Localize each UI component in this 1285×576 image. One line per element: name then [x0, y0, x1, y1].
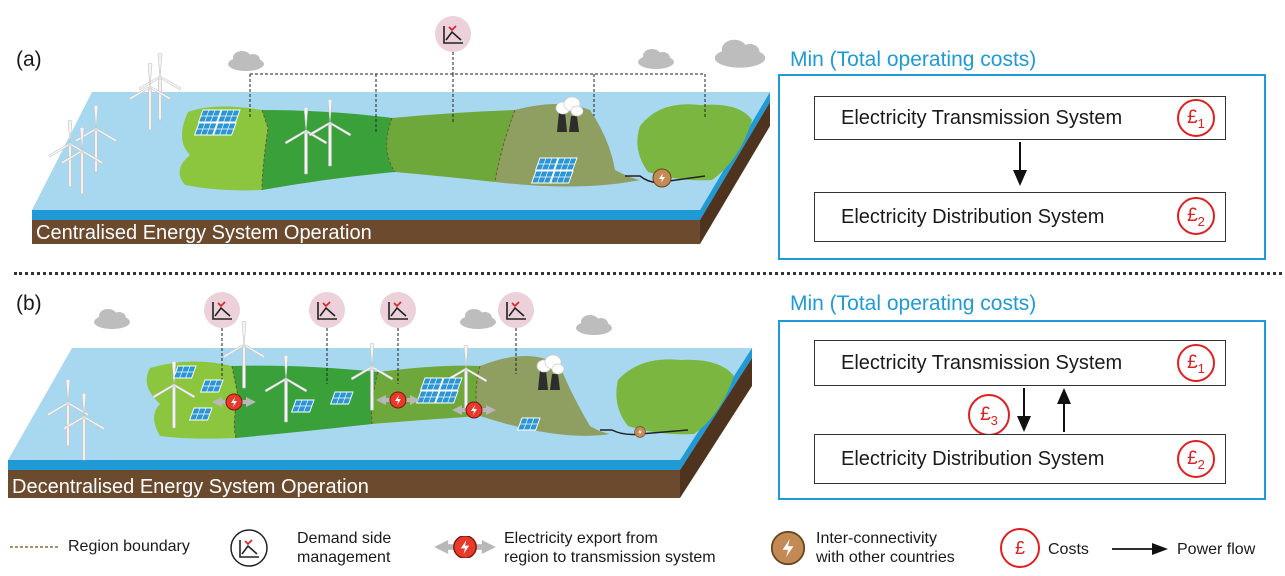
scene-caption-b: Decentralised Energy System Operation: [12, 476, 369, 498]
distribution-system-b: Electricity Distribution System: [814, 434, 1226, 484]
panel-b-label: (b): [16, 292, 42, 315]
legend-interconnectivity: Inter-connectivity with other countries: [816, 529, 955, 567]
legend-dsm: Demand side management: [297, 529, 391, 567]
cost-2-icon: £2: [1177, 197, 1215, 235]
soil-side: [700, 102, 770, 244]
transmission-system-a: Electricity Transmission System: [814, 96, 1226, 140]
cost-2-icon: £2: [1177, 440, 1215, 478]
legend-inter-line1: Inter-connectivity: [816, 530, 937, 547]
panel-a-label: (a): [16, 48, 42, 71]
power-flow-legend-arrow: [1112, 543, 1168, 555]
decentralised-scene: [8, 291, 752, 498]
neighbour-country: [637, 104, 752, 181]
dsm-legend-icon: [230, 529, 268, 567]
interconnector-icon: [652, 168, 672, 188]
cost-1-icon: £1: [1177, 344, 1215, 382]
legend-inter-line2: with other countries: [816, 549, 955, 566]
region-3: [386, 110, 515, 182]
solar-panel-icon: [195, 110, 240, 135]
soil-front: [32, 220, 700, 244]
transmission-label: Electricity Transmission System: [841, 351, 1123, 374]
cloud-icon: [638, 49, 674, 69]
legend-dsm-line2: management: [297, 549, 391, 566]
legend-dsm-line1: Demand side: [297, 530, 392, 547]
cost-legend-icon: £: [1000, 528, 1040, 568]
interconnectivity-legend-icon: [770, 530, 806, 566]
scene-caption-a: Centralised Energy System Operation: [36, 222, 372, 244]
cost-3-icon: £3: [968, 394, 1010, 436]
distribution-label: Electricity Distribution System: [841, 447, 1105, 470]
cost-1-icon: £1: [1177, 99, 1215, 137]
distribution-label: Electricity Distribution System: [841, 205, 1105, 228]
centralised-scene: [32, 15, 770, 244]
region-boundary-swatch: [10, 546, 58, 548]
transmission-system-b: Electricity Transmission System: [814, 340, 1226, 386]
power-flow-arrows: [1017, 388, 1071, 432]
legend-power-flow: Power flow: [1177, 541, 1256, 558]
optimisation-box-b: Electricity Transmission System £1 £3 El…: [778, 320, 1266, 500]
legend-export-line1: Electricity export from: [504, 530, 658, 547]
power-flow-arrow: [1013, 142, 1027, 186]
objective-a: Min (Total operating costs): [790, 48, 1037, 71]
export-legend-icon: [433, 536, 497, 558]
cloud-icon: [228, 51, 264, 71]
legend-export-line2: region to transmission system: [504, 549, 716, 566]
panel-divider: [14, 272, 1282, 275]
dsm-icon: [434, 15, 472, 53]
region-4: [495, 104, 640, 187]
optimisation-box-a: Electricity Transmission System £1 Elect…: [778, 74, 1266, 260]
distribution-system-a: Electricity Distribution System: [814, 192, 1226, 242]
transmission-label: Electricity Transmission System: [841, 106, 1123, 129]
objective-b: Min (Total operating costs): [790, 292, 1037, 315]
legend-costs: Costs: [1048, 541, 1089, 558]
legend-region-boundary: Region boundary: [68, 538, 190, 555]
legend-export: Electricity export from region to transm…: [504, 529, 716, 567]
